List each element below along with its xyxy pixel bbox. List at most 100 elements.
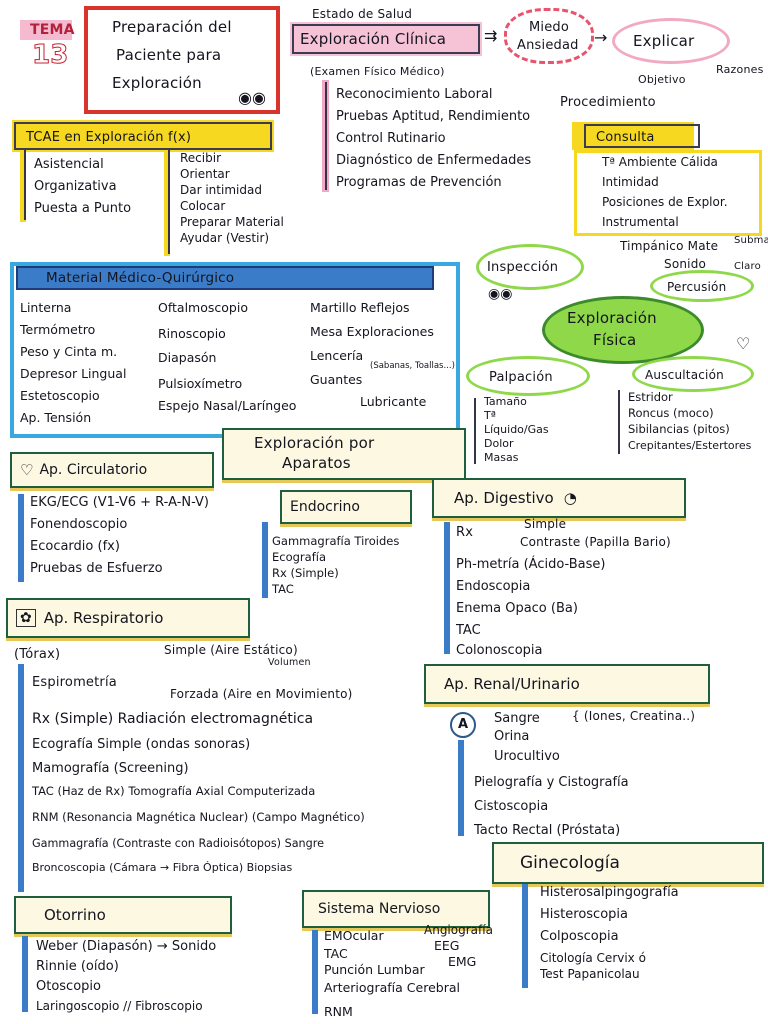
- list-item: Ecocardio (fx): [30, 539, 120, 554]
- material-col1: Linterna Termómetro Peso y Cinta m. Depr…: [20, 300, 127, 434]
- objetivo-label: Objetivo: [638, 73, 686, 86]
- nervioso-list: EMOcular TAC Punción Lumbar Arteriografí…: [324, 928, 460, 1022]
- list-item: Recibir: [180, 151, 221, 165]
- list-item: Histerosalpingografía: [540, 885, 679, 900]
- title-box: Preparación del Paciente para Exploració…: [84, 6, 280, 114]
- list-item: Linterna: [20, 300, 72, 315]
- consulta-box: [574, 150, 762, 236]
- list-item: EMG: [448, 954, 477, 969]
- list-item: Punción Lumbar: [324, 962, 425, 977]
- material-col3: Martillo Reflejos Mesa Exploraciones Len…: [310, 300, 455, 418]
- list-item: Preparar Material: [180, 215, 284, 229]
- exploracion-clinica-subtitle: (Examen Físico Médico): [310, 65, 445, 78]
- fisica-center-line2: Física: [593, 331, 637, 349]
- material-header: Material Médico-Quirúrgico: [16, 266, 434, 290]
- list-item: Histeroscopia: [540, 907, 628, 922]
- list-item: Gammagrafía Tiroides: [272, 534, 400, 548]
- ginecologia-header: Ginecología: [492, 842, 764, 884]
- respiratorio-forzada: Forzada (Aire en Movimiento): [170, 687, 353, 701]
- digestivo-rx-simple: Simple: [524, 517, 567, 531]
- exploracion-clinica-box: [292, 24, 480, 54]
- claro-label: Claro: [734, 261, 761, 272]
- list-item: Mesa Exploraciones: [310, 324, 434, 339]
- list-item: Otoscopio: [36, 979, 101, 994]
- eyes-icon: ◉◉: [488, 286, 513, 302]
- list-item: Control Rutinario: [336, 131, 446, 146]
- miedo-ansiedad-burst: Miedo Ansiedad: [504, 8, 594, 64]
- ginecologia-title: Ginecología: [520, 852, 620, 873]
- list-item: Pruebas de Esfuerzo: [30, 561, 163, 576]
- list-item: Oftalmoscopio: [158, 300, 248, 315]
- list-item: Depresor Lingual: [20, 366, 127, 381]
- list-item: Asistencial: [34, 157, 104, 172]
- list-item: Endoscopia: [456, 579, 531, 594]
- list-item: Rx (Simple): [272, 566, 339, 580]
- tema-badge: TEMA 13: [20, 20, 80, 72]
- renal-list: Pielografía y Cistografía Cistoscopia Ta…: [474, 776, 629, 846]
- list-item: Diapasón: [158, 350, 217, 365]
- list-item: (Sabanas, Toallas...): [370, 361, 455, 371]
- razones-label: Razones: [716, 63, 764, 76]
- otorrino-title: Otorrino: [44, 905, 106, 924]
- list-item: Gammagrafía (Contraste con Radioisótopos…: [32, 837, 324, 850]
- exploracion-fisica-oval: Exploración Física: [542, 296, 704, 364]
- title-line3: Exploración: [112, 74, 202, 92]
- list-item: Crepitantes/Estertores: [628, 439, 752, 452]
- arrow-icon: ⇉: [484, 26, 498, 45]
- list-item: TAC (Haz de Rx) Tomografía Axial Compute…: [32, 784, 316, 798]
- list-item: TAC: [456, 623, 481, 638]
- inspeccion-oval: Inspección: [476, 244, 584, 290]
- list-item: TAC: [324, 946, 348, 961]
- list-item: Lencería: [310, 348, 364, 363]
- list-item: Estridor: [628, 390, 673, 404]
- aparatos-title-box: Exploración por Aparatos: [222, 428, 466, 480]
- digestivo-list: Ph-metría (Ácido-Base) Endoscopia Enema …: [456, 558, 605, 664]
- consulta-list: Tª Ambiente Cálida Intimidad Posiciones …: [602, 156, 728, 236]
- a-circle-icon: A: [450, 712, 476, 738]
- list-item: Puesta a Punto: [34, 201, 132, 216]
- list-item: Organizativa: [34, 179, 117, 194]
- renal-a-list: Sangre Orina Urocultivo: [494, 712, 560, 770]
- list-item: Cistoscopia: [474, 799, 549, 814]
- list-item: Diagnóstico de Enfermedades: [336, 153, 532, 168]
- list-item: TAC: [272, 582, 294, 596]
- list-item: Angiografía: [424, 923, 493, 937]
- list-item: Colposcopia: [540, 929, 619, 944]
- list-item: Citología Cervix ó: [540, 951, 646, 965]
- tcae-title: TCAE en Exploración f(x): [26, 130, 192, 145]
- explicar-oval: Explicar: [612, 18, 730, 64]
- list-item: Martillo Reflejos: [310, 300, 410, 315]
- renal-title: Ap. Renal/Urinario: [444, 674, 580, 693]
- endocrino-header: Endocrino: [280, 490, 412, 524]
- list-item: Lubricante: [360, 394, 427, 409]
- list-item: Rinoscopio: [158, 326, 226, 341]
- respiratorio-title: Ap. Respiratorio: [43, 608, 164, 627]
- inspeccion-label: Inspección: [487, 260, 559, 275]
- endocrino-title: Endocrino: [290, 499, 360, 515]
- list-item: Guantes: [310, 372, 363, 387]
- digestivo-rx-contraste: Contraste (Papilla Bario): [520, 535, 671, 549]
- list-item: Espejo Nasal/Laríngeo: [158, 398, 297, 413]
- title-line1: Preparación del: [112, 18, 232, 36]
- arrow-icon: →: [594, 28, 608, 47]
- percusion-label: Percusión: [667, 280, 727, 294]
- auscultacion-oval: Auscultación: [632, 356, 754, 392]
- ginecologia-list: Histerosalpingografía Histeroscopia Colp…: [540, 886, 679, 984]
- list-item: Urocultivo: [494, 749, 560, 764]
- list-item: Posiciones de Explor.: [602, 195, 728, 209]
- circulatorio-header: ♡ Ap. Circulatorio: [10, 452, 214, 488]
- list-item: Roncus (moco): [628, 406, 714, 420]
- list-item: Tª Ambiente Cálida: [602, 155, 718, 169]
- list-item: EMOcular: [324, 928, 384, 943]
- exploracion-clinica-list: Reconocimiento Laboral Pruebas Aptitud, …: [336, 88, 531, 198]
- estado-salud-label: Estado de Salud: [312, 7, 413, 21]
- list-item: Programas de Prevención: [336, 175, 502, 190]
- renal-header: Ap. Renal/Urinario: [424, 664, 710, 704]
- submate-label: Submate: [734, 235, 768, 246]
- respiratorio-simple: Simple (Aire Estático): [164, 643, 298, 657]
- list-item: Pielografía y Cistografía: [474, 775, 629, 790]
- tema-number: 13: [32, 40, 69, 70]
- stethoscope-icon: ♡: [736, 334, 751, 353]
- digestivo-header: Ap. Digestivo ◔: [432, 478, 686, 518]
- exploracion-clinica-title: Exploración Clínica: [300, 30, 447, 48]
